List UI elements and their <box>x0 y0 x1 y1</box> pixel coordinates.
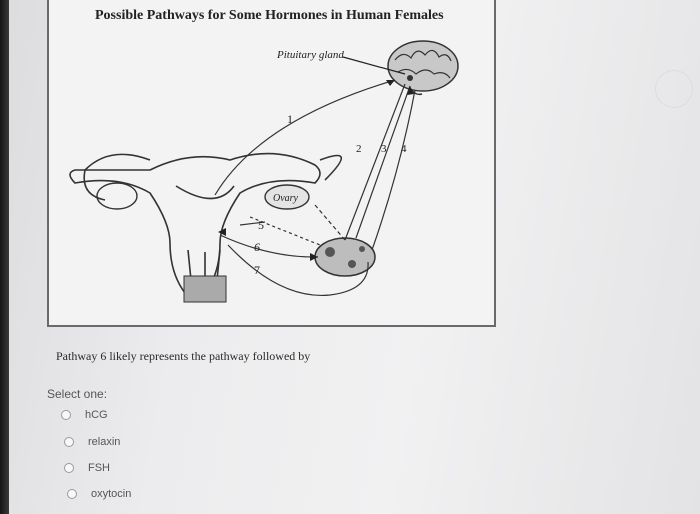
left-ovary <box>96 182 138 210</box>
select-one-label: Select one: <box>47 387 108 401</box>
answer-option-hcg[interactable]: hCG <box>61 409 108 421</box>
answer-option-label: oxytocin <box>91 488 132 500</box>
right-ovary <box>264 184 310 210</box>
radio-button[interactable] <box>61 410 71 420</box>
answer-option-oxytocin[interactable]: oxytocin <box>67 488 131 500</box>
pathway-label-2: 2 <box>356 143 362 155</box>
answer-option-label: FSH <box>88 462 110 474</box>
answer-option-fsh[interactable]: FSH <box>64 462 110 474</box>
pathway-lines <box>214 79 416 297</box>
pathway-label-7: 7 <box>254 263 260 277</box>
ovary-label: Ovary <box>273 193 298 204</box>
radio-button[interactable] <box>64 437 74 447</box>
pathway-label-1: 1 <box>287 112 293 126</box>
pathway-label-6: 6 <box>254 240 260 254</box>
pituitary-gland-label: Pituitary gland <box>277 49 344 61</box>
answer-option-label: hCG <box>85 409 108 421</box>
pathway-arrowheads <box>218 80 414 261</box>
brain-illustration <box>387 40 459 96</box>
question-text: Pathway 6 likely represents the pathway … <box>56 349 311 363</box>
monitor-bezel <box>0 0 9 514</box>
placenta-illustration <box>314 237 376 277</box>
radio-button[interactable] <box>67 489 77 499</box>
pathway-label-5: 5 <box>258 218 264 232</box>
pathway-label-3: 3 <box>381 143 387 155</box>
vaginal-canal <box>183 275 227 303</box>
answer-option-relaxin[interactable]: relaxin <box>64 436 120 448</box>
pathway-label-4: 4 <box>401 143 407 155</box>
diagram-title: Possible Pathways for Some Hormones in H… <box>95 8 444 23</box>
screen-glare <box>655 70 693 108</box>
answer-option-label: relaxin <box>88 436 121 448</box>
radio-button[interactable] <box>64 463 74 473</box>
